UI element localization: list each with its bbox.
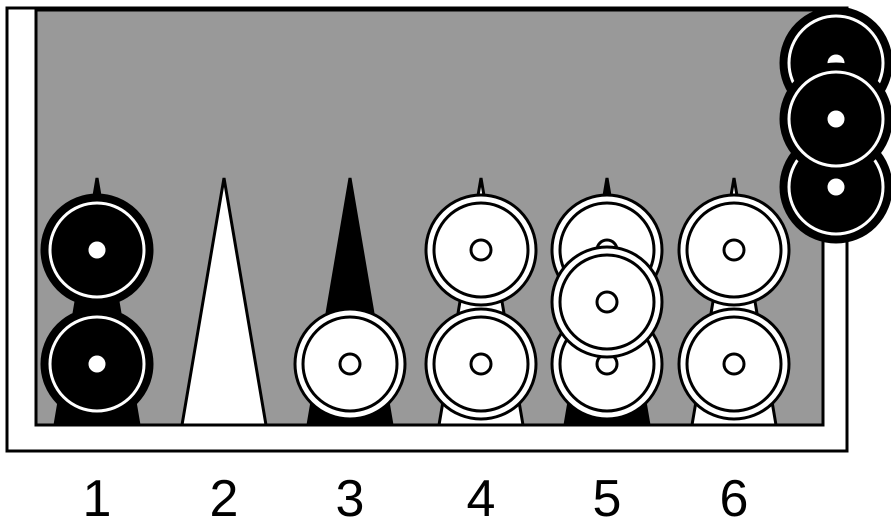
point-numbers: 1 2 3 4 5 6 xyxy=(83,470,749,526)
checker-point-4-2[interactable] xyxy=(424,193,538,307)
checker-point-1-2[interactable] xyxy=(40,193,154,307)
point-number-3: 3 xyxy=(336,470,365,526)
point-2-triangle[interactable] xyxy=(180,177,268,427)
checker-point-4-1[interactable] xyxy=(424,307,538,421)
checkers-layer xyxy=(40,193,791,421)
point-number-5: 5 xyxy=(593,470,622,526)
point-number-6: 6 xyxy=(720,470,749,526)
checker-point-5-3[interactable] xyxy=(550,245,664,359)
point-number-1: 1 xyxy=(83,470,112,526)
checker-point-6-1[interactable] xyxy=(677,307,791,421)
point-number-4: 4 xyxy=(467,470,496,526)
checker-point-1-1[interactable] xyxy=(40,307,154,421)
checker-point-6-2[interactable] xyxy=(677,193,791,307)
checker-point-3-1[interactable] xyxy=(293,307,407,421)
borne-off-checker-3[interactable] xyxy=(779,62,891,176)
borne-off-tray xyxy=(779,6,891,244)
point-number-2: 2 xyxy=(210,470,239,526)
